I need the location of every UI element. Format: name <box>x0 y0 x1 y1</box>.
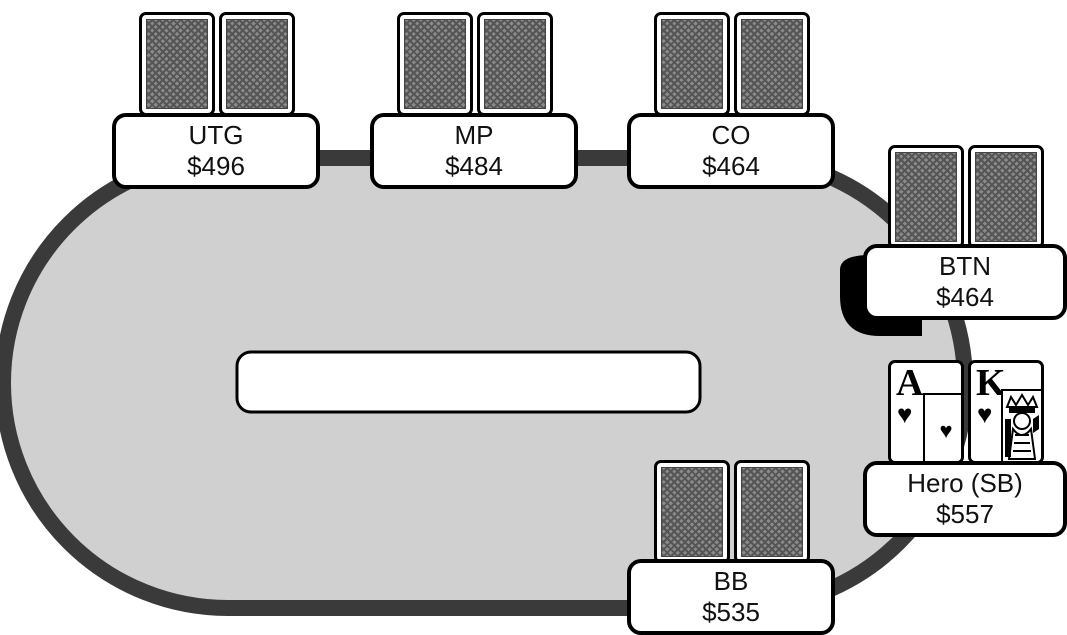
seat-co-stack: $464 <box>702 151 760 182</box>
seat-btn: BTN $464 <box>863 244 1067 320</box>
seat-hero-name: Hero (SB) <box>907 468 1023 499</box>
heart-icon: ♥ <box>939 420 952 442</box>
board-area <box>237 352 700 412</box>
seat-utg: UTG $496 <box>112 113 320 189</box>
bb-card-2 <box>734 460 810 564</box>
seat-btn-stack: $464 <box>936 282 994 313</box>
hero-card-ace: A ♥ ♥ <box>888 360 964 464</box>
utg-card-2 <box>219 12 295 116</box>
hero-card-ace-suit: ♥ <box>897 401 912 427</box>
king-portrait-icon <box>1001 389 1043 463</box>
hero-card-ace-rank: A <box>896 363 923 403</box>
seat-btn-name: BTN <box>939 251 991 282</box>
co-card-2 <box>734 12 810 116</box>
seat-mp-stack: $484 <box>445 151 503 182</box>
mp-card-1 <box>397 12 473 116</box>
seat-hero-stack: $557 <box>936 499 994 530</box>
seat-co-name: CO <box>712 120 751 151</box>
btn-card-2 <box>968 145 1044 249</box>
seat-utg-stack: $496 <box>187 151 245 182</box>
ace-center-pip: ♥ <box>923 393 964 464</box>
hero-card-king: K ♥ <box>968 360 1044 464</box>
mp-card-2 <box>477 12 553 116</box>
seat-bb-stack: $535 <box>702 597 760 628</box>
utg-card-1 <box>139 12 215 116</box>
seat-co: CO $464 <box>627 113 835 189</box>
seat-mp: MP $484 <box>370 113 578 189</box>
co-card-1 <box>654 12 730 116</box>
seat-mp-name: MP <box>455 120 494 151</box>
seat-bb-name: BB <box>714 566 749 597</box>
bb-card-1 <box>654 460 730 564</box>
seat-bb: BB $535 <box>627 559 835 635</box>
hero-card-king-suit: ♥ <box>977 401 992 427</box>
btn-card-1 <box>888 145 964 249</box>
seat-utg-name: UTG <box>189 120 244 151</box>
seat-hero: Hero (SB) $557 <box>863 461 1067 537</box>
